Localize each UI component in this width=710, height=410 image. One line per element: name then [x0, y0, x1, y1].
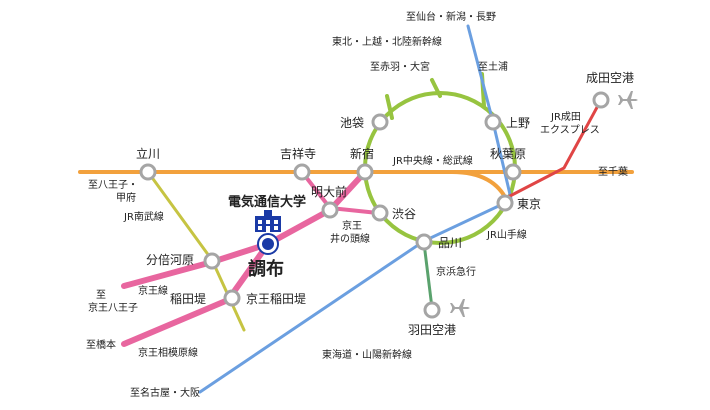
label-haneda-airport: 羽田空港: [408, 323, 456, 337]
airplane-icon: [618, 91, 638, 109]
label-shinjuku: 新宿: [350, 146, 374, 161]
label-akihabara: 秋葉原: [490, 147, 526, 161]
dest-keio-hachioji-2: 京王八王子: [88, 301, 138, 314]
dest-tsuchiura: 至土浦: [478, 60, 508, 73]
station-tokyo[interactable]: [496, 194, 514, 212]
line-label-nambu: JR南武線: [123, 210, 164, 223]
line-label-tokaido-shinkansen: 東海道・山陽新幹線: [322, 348, 412, 361]
line-label-keikyu: 京浜急行: [436, 265, 476, 278]
dest-akabane-omiya: 至赤羽・大宮: [370, 60, 430, 73]
station-shinjuku[interactable]: [356, 163, 374, 181]
dest-hachioji-2: 甲府: [116, 191, 136, 204]
building-tower: [264, 210, 272, 218]
station-ueno[interactable]: [484, 113, 502, 131]
station-narita-airport[interactable]: [592, 91, 610, 109]
line-label-yamanote: JR山手線: [486, 228, 527, 241]
label-tokyo: 東京: [517, 197, 541, 211]
label-shibuya: 渋谷: [392, 207, 416, 221]
line-label-chuo-sobu: JR中央線・総武線: [392, 154, 473, 167]
label-meidaimae: 明大前: [311, 184, 347, 199]
labels: 至仙台・新潟・長野 至赤羽・大宮 至土浦 至千葉 至八王子・ 甲府 至 京王八王…: [86, 10, 634, 399]
line-label-inokashira-2: 井の頭線: [330, 232, 370, 245]
dest-keio-hachioji-1: 至: [96, 289, 106, 301]
line-label-narita-express-1: JR成田: [550, 111, 581, 123]
label-narita-airport: 成田空港: [586, 71, 634, 85]
label-ueno: 上野: [506, 116, 530, 130]
dest-hachioji-1: 至八王子・: [88, 179, 138, 191]
label-shinagawa: 品川: [438, 236, 462, 250]
station-tachikawa[interactable]: [139, 163, 157, 181]
station-inadazutsumi[interactable]: [223, 289, 241, 307]
label-chofu: 調布: [248, 258, 284, 280]
akabane-spur: [385, 94, 394, 120]
dest-sendai-niigata-nagano: 至仙台・新潟・長野: [406, 10, 496, 23]
airplane-icon: [450, 299, 470, 317]
line-label-narita-express-2: エクスプレス: [540, 124, 600, 136]
station-shibuya[interactable]: [371, 204, 389, 222]
label-tachikawa: 立川: [136, 146, 160, 161]
station-chofu-dot: [262, 238, 274, 250]
dest-nagoya-osaka: 至名古屋・大阪: [130, 386, 200, 399]
line-label-keio-sagamihara: 京王相模原線: [138, 346, 198, 359]
label-keio-inadazutsumi: 京王稲田堤: [246, 292, 306, 306]
label-kichijoji: 吉祥寺: [280, 147, 316, 161]
label-bubaigawara: 分倍河原: [146, 252, 194, 267]
station-haneda-airport[interactable]: [423, 301, 441, 319]
station-ikebukuro[interactable]: [371, 113, 389, 131]
school-building-icon: [255, 210, 281, 232]
line-label-tohoku-shinkansen: 東北・上越・北陸新幹線: [332, 35, 442, 48]
dest-chiba: 至千葉: [598, 165, 628, 178]
line-label-inokashira-1: 京王: [342, 219, 362, 232]
dest-hashimoto: 至橋本: [86, 338, 116, 351]
station-bubaigawara[interactable]: [203, 252, 221, 270]
rail-lines: [78, 24, 634, 394]
station-akihabara[interactable]: [504, 163, 522, 181]
label-ikebukuro: 池袋: [340, 116, 364, 130]
line-label-keio: 京王線: [138, 284, 168, 297]
stations: [139, 91, 610, 319]
university-name: 電気通信大学: [228, 194, 306, 210]
akabane-spur-2: [430, 78, 442, 98]
station-shinagawa[interactable]: [415, 233, 433, 251]
keikyu-line: [422, 241, 434, 310]
station-kichijoji[interactable]: [293, 163, 311, 181]
narita-express-line: [506, 98, 603, 199]
station-meidaimae[interactable]: [321, 201, 339, 219]
label-inadazutsumi: 稲田堤: [170, 292, 206, 306]
